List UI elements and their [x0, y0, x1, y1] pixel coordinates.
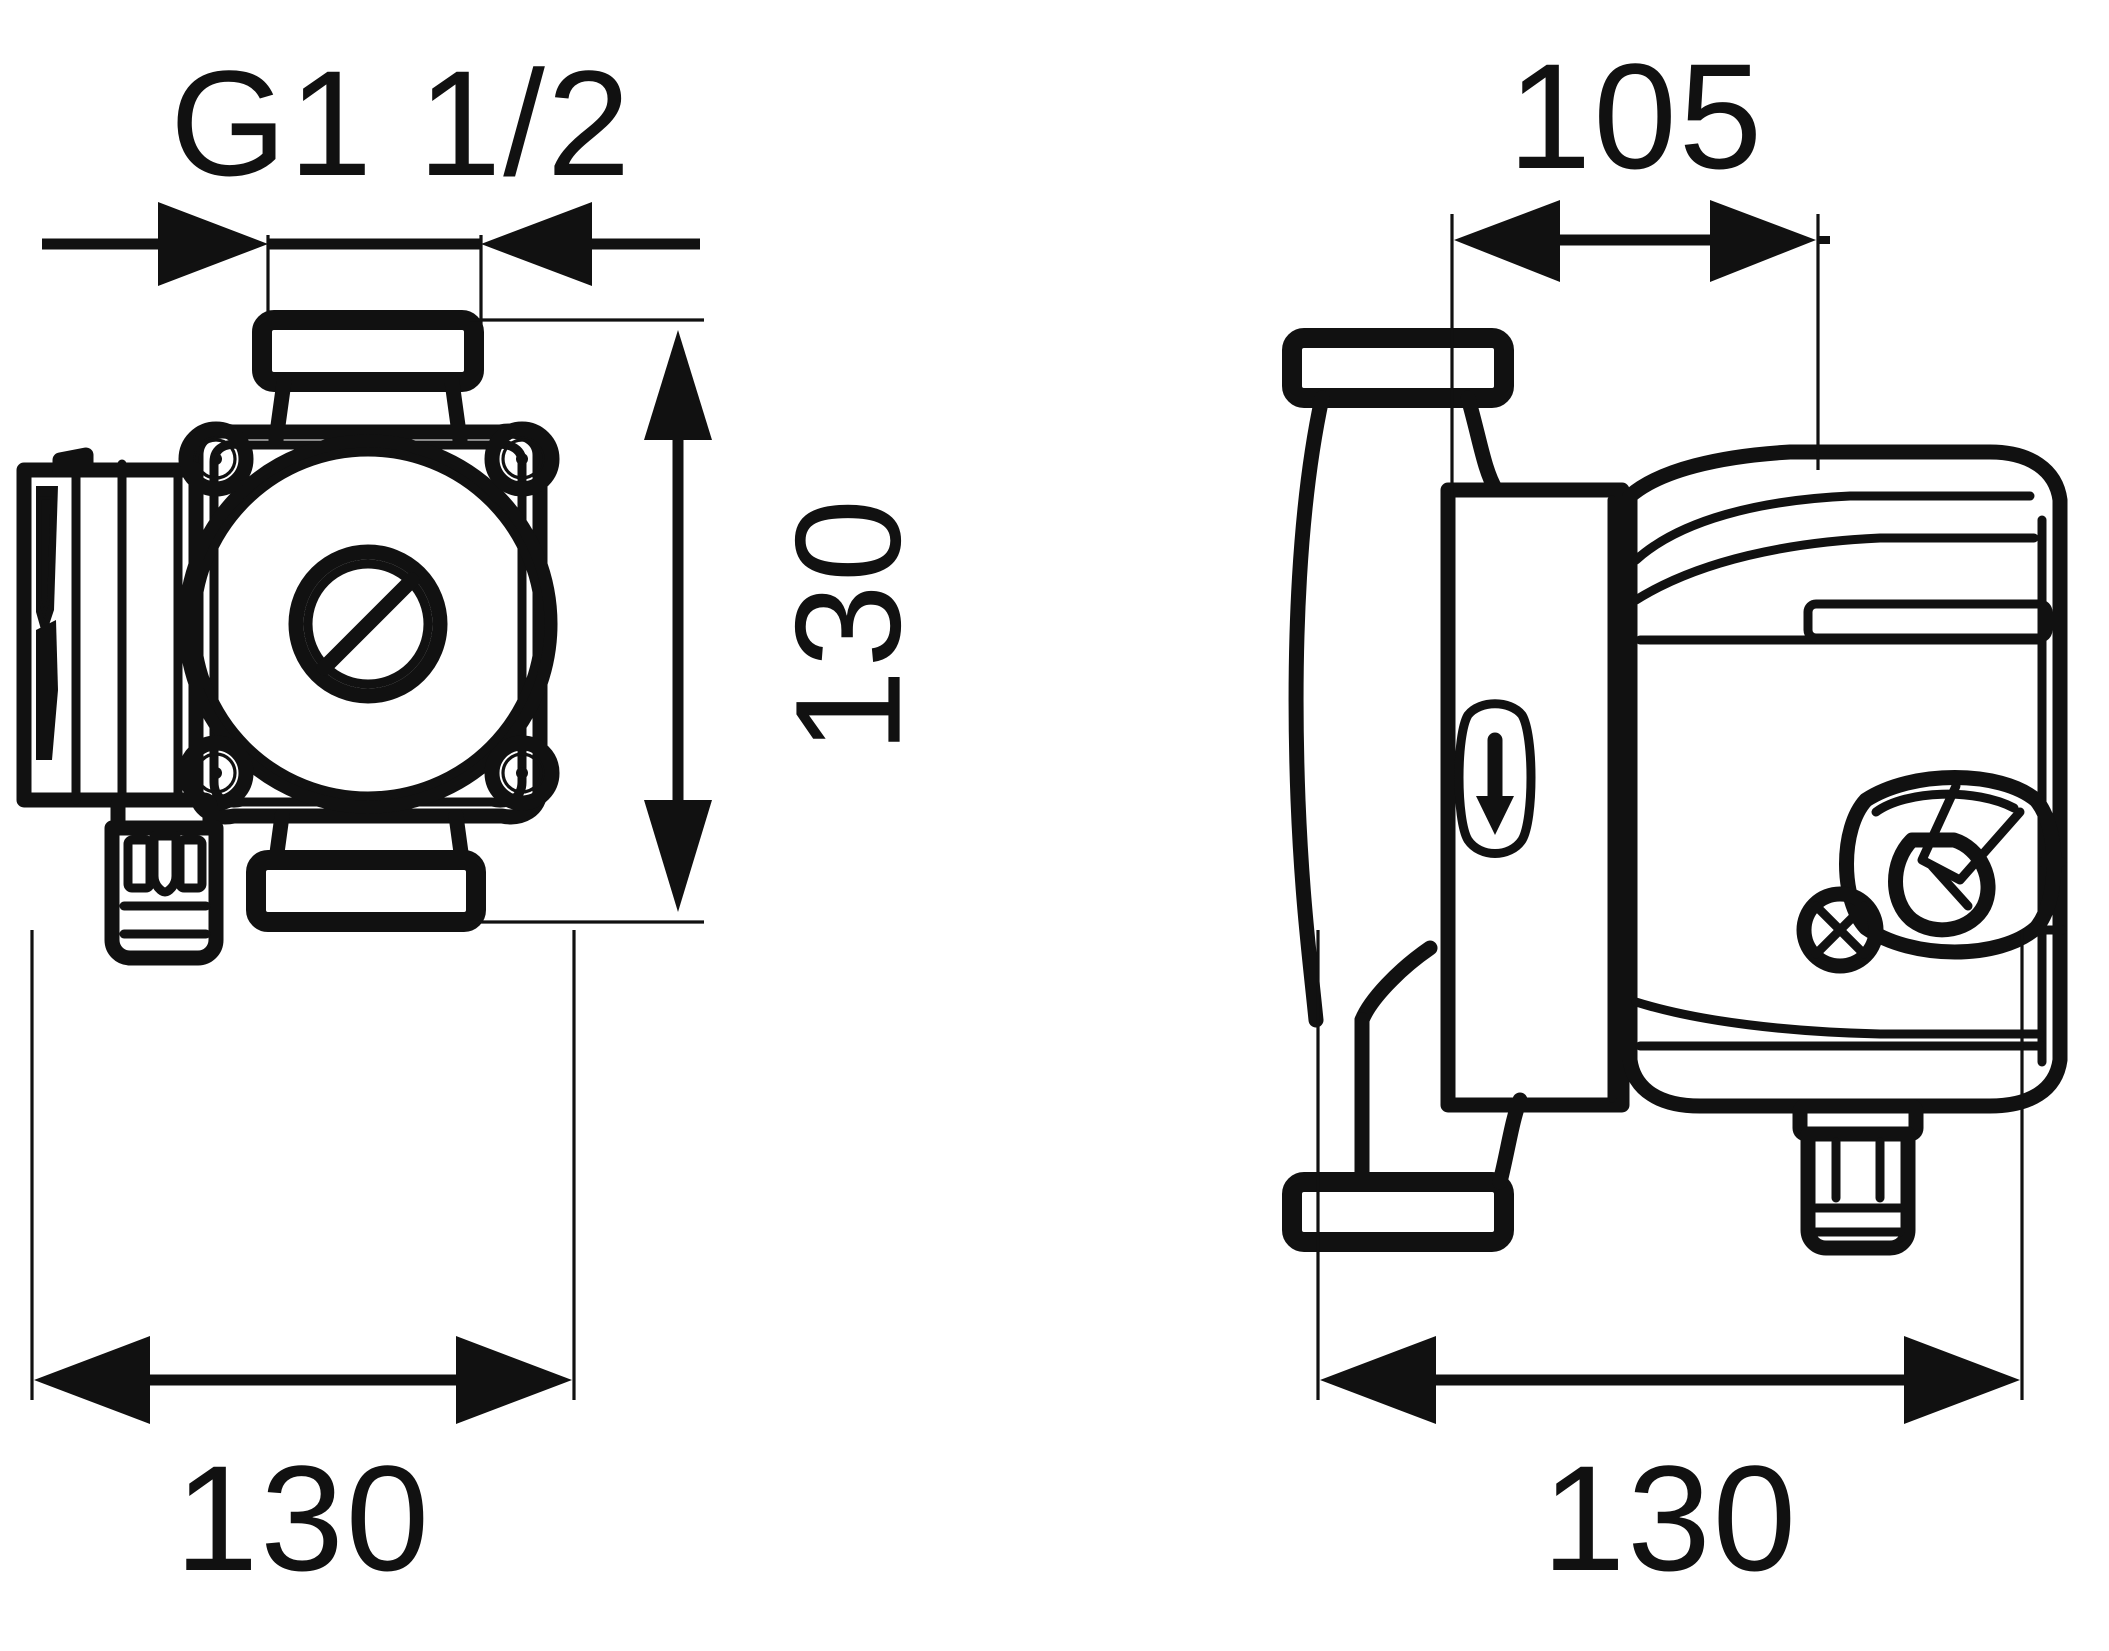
front-view-group: [16, 202, 700, 966]
width-dimension-130-right: [1316, 930, 2024, 1424]
side-pipe-strut: [1354, 940, 1438, 1028]
cross-head-screw: [1796, 886, 1884, 974]
thread-dimension-label: G1 1/2: [170, 39, 632, 207]
side-cable-gland: [1792, 1098, 1924, 1256]
width-dimension-130-left: [30, 930, 576, 1424]
side-view-group: [1282, 328, 2068, 1256]
side-inlet-pipe-right: [1460, 390, 1504, 498]
bolt-top-right: [484, 421, 560, 497]
side-motor-block: [1440, 482, 1630, 1113]
side-bottom-outlet-flange: [1282, 1172, 1514, 1252]
height-dimension-130: [470, 318, 712, 924]
bolt-bottom-right: [484, 735, 560, 811]
front-top-inlet-flange: [252, 310, 484, 392]
flow-direction-arrow: [1454, 699, 1536, 858]
front-motor-terminal-box: [16, 447, 204, 808]
side-top-inlet-flange: [1282, 328, 1514, 408]
front-cable-gland: [104, 792, 224, 966]
front-vent-screw: [288, 544, 448, 704]
width-dimension-label-left: 130: [175, 1434, 431, 1602]
thread-dimension-arrows: [42, 202, 700, 286]
bolt-top-left: [178, 421, 254, 497]
front-bottom-outlet-flange: [246, 850, 486, 932]
width-dimension-label-right: 130: [1542, 1434, 1798, 1602]
height-dimension-label: 130: [764, 497, 932, 753]
side-control-housing: [1622, 444, 2068, 1114]
side-inlet-pipe-left: [1288, 390, 1330, 1028]
depth-dimension-label: 105: [1508, 32, 1764, 200]
depth-dimension-105: [1450, 200, 1830, 500]
